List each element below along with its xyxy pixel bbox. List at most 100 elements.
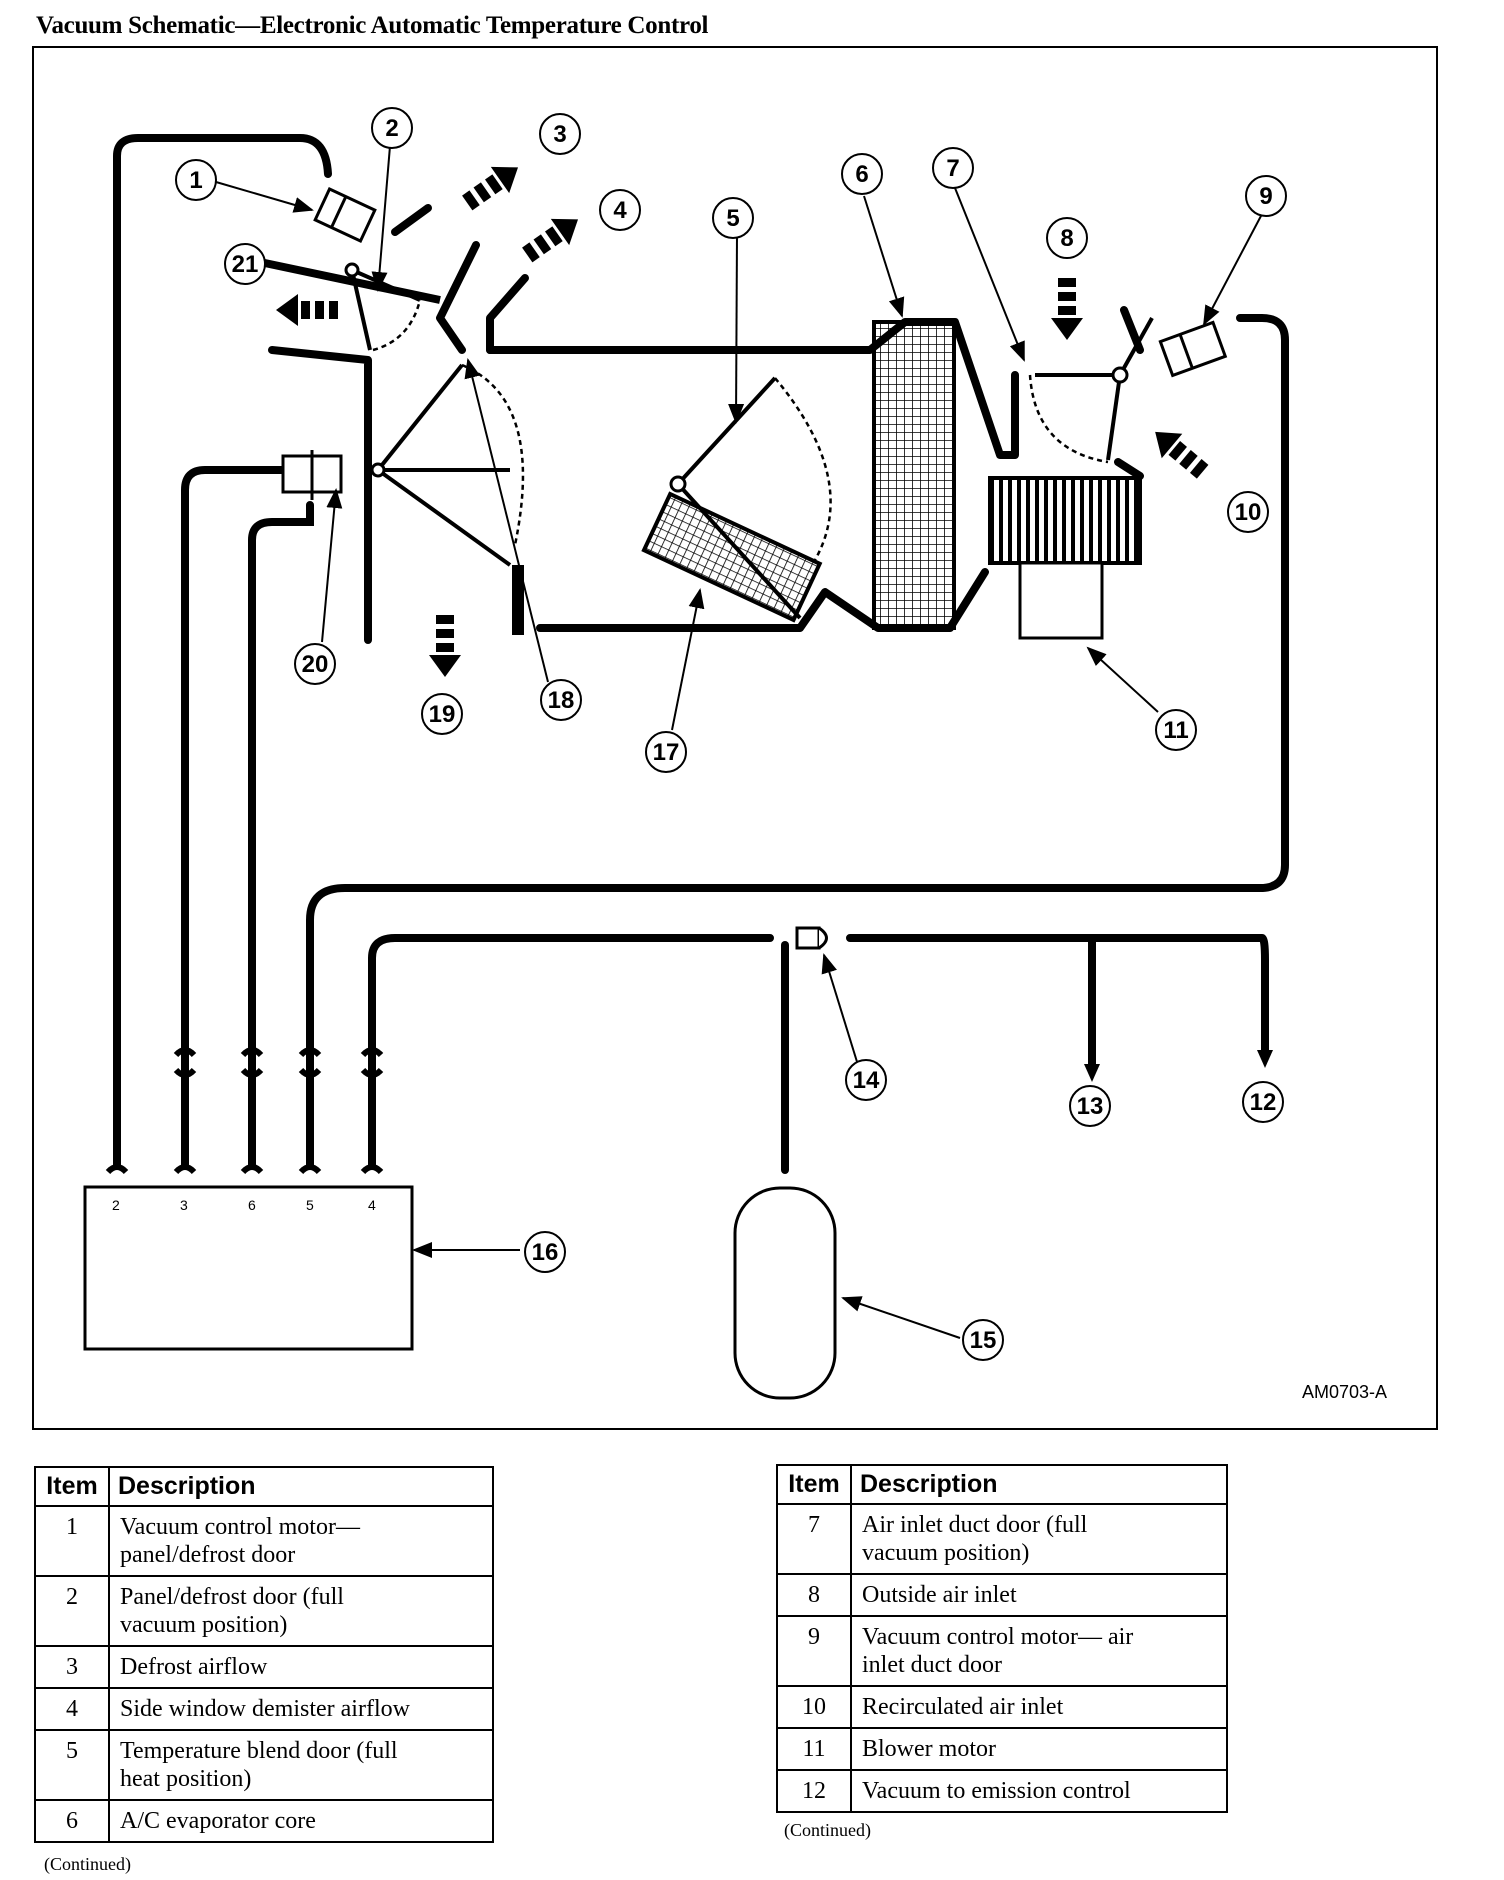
callouts: 1 2 3 4 5 6 7 8 9 10 11 12 13 14 15 16 1… xyxy=(175,107,1287,1361)
leader-lines xyxy=(215,145,1263,1339)
legend-item: 5 xyxy=(34,1729,110,1801)
legend-description: Recirculated air inlet xyxy=(850,1685,1228,1729)
panel-outlet-flap xyxy=(512,565,524,635)
callout-number: 10 xyxy=(1235,499,1262,526)
legend-description-header: Description xyxy=(108,1466,494,1507)
legend-item: 2 xyxy=(34,1575,110,1647)
callout-number: 3 xyxy=(553,121,566,148)
desc-line: Temperature blend door (full xyxy=(120,1738,398,1764)
callout-6: 6 xyxy=(841,153,883,195)
continued-note-right: (Continued) xyxy=(784,1820,871,1840)
callout-16: 16 xyxy=(524,1231,566,1273)
desc-line: heat position) xyxy=(120,1766,252,1792)
desc-line: Vacuum control motor— air xyxy=(862,1624,1134,1650)
desc-line: vacuum position) xyxy=(120,1612,288,1638)
callout-19: 19 xyxy=(421,693,463,735)
callout-number: 13 xyxy=(1077,1093,1104,1120)
callout-11: 11 xyxy=(1155,709,1197,751)
legend-description-header: Description xyxy=(850,1464,1228,1505)
legend-item-header: Item xyxy=(34,1466,110,1507)
check-valve xyxy=(795,926,828,950)
desc-line: Vacuum control motor— xyxy=(120,1514,360,1540)
vacuum-motor-20 xyxy=(281,450,343,500)
legend-item: 6 xyxy=(34,1799,110,1843)
door-linkages xyxy=(350,268,1154,620)
callout-number: 1 xyxy=(189,167,202,194)
legend-description: Defrost airflow xyxy=(108,1645,494,1689)
callout-number: 4 xyxy=(613,197,627,224)
vacuum-motor-panel-defrost xyxy=(313,187,377,243)
callout-15: 15 xyxy=(962,1319,1004,1361)
legend-header-row: Item Description xyxy=(776,1464,1228,1505)
blower-motor xyxy=(1018,561,1104,640)
callout-number: 20 xyxy=(302,651,329,678)
vacuum-reservoir xyxy=(733,1186,837,1400)
callout-number: 17 xyxy=(653,739,680,766)
callout-7: 7 xyxy=(932,147,974,189)
callout-number: 18 xyxy=(548,687,575,714)
control-assembly-box xyxy=(83,1185,414,1351)
vacuum-to-emission-arrowhead xyxy=(1257,1050,1273,1068)
legend-item: 3 xyxy=(34,1645,110,1689)
callout-1: 1 xyxy=(175,159,217,201)
callout-2: 2 xyxy=(371,107,413,149)
callout-number: 16 xyxy=(532,1239,559,1266)
hose-couplers xyxy=(105,1047,384,1175)
callout-13: 13 xyxy=(1069,1085,1111,1127)
callout-number: 6 xyxy=(855,161,868,188)
callout-10: 10 xyxy=(1227,491,1269,533)
desc-line: panel/defrost door xyxy=(120,1542,296,1568)
callout-8: 8 xyxy=(1046,217,1088,259)
callout-9: 9 xyxy=(1245,175,1287,217)
legend-header-row: Item Description xyxy=(34,1466,494,1507)
callout-3: 3 xyxy=(539,113,581,155)
desc-line: vacuum position) xyxy=(862,1540,1030,1566)
page-title: Vacuum Schematic—Electronic Automatic Te… xyxy=(36,12,709,39)
legend-item: 7 xyxy=(776,1503,852,1575)
callout-12: 12 xyxy=(1242,1081,1284,1123)
callout-number: 19 xyxy=(429,701,456,728)
vacuum-motor-air-inlet xyxy=(1158,320,1228,378)
port-label: 5 xyxy=(306,1197,314,1213)
legend-item: 9 xyxy=(776,1615,852,1687)
callout-4: 4 xyxy=(599,189,641,231)
control-port-labels: 2 3 6 5 4 xyxy=(112,1197,376,1213)
legend-item: 12 xyxy=(776,1769,852,1813)
callout-21: 21 xyxy=(224,243,266,285)
callout-number: 12 xyxy=(1250,1089,1277,1116)
legend-row: 1 Vacuum control motor—panel/defrost door xyxy=(34,1505,494,1577)
legend-item: 11 xyxy=(776,1727,852,1771)
legend-item-header: Item xyxy=(776,1464,852,1505)
desc-line: inlet duct door xyxy=(862,1652,1002,1678)
port-label: 4 xyxy=(368,1197,376,1213)
heater-core xyxy=(641,491,823,623)
desc-line: Air inlet duct door (full xyxy=(862,1512,1088,1538)
desc-line: Panel/defrost door (full xyxy=(120,1584,344,1610)
door-pivots xyxy=(344,262,1129,493)
callout-number: 8 xyxy=(1060,225,1073,252)
legend-description: A/C evaporator core xyxy=(108,1799,494,1843)
callout-number: 21 xyxy=(232,251,259,278)
port-label: 6 xyxy=(248,1197,256,1213)
diagram-frame xyxy=(32,46,1438,1430)
legend-description: Blower motor xyxy=(850,1727,1228,1771)
legend-description: Outside air inlet xyxy=(850,1573,1228,1617)
vacuum-port-13-arrowhead xyxy=(1084,1064,1100,1082)
callout-5: 5 xyxy=(712,197,754,239)
legend-item: 1 xyxy=(34,1505,110,1577)
port-label: 3 xyxy=(180,1197,188,1213)
legend-item: 10 xyxy=(776,1685,852,1729)
vacuum-schematic: 2 3 6 5 4 xyxy=(83,107,1387,1402)
port-label: 2 xyxy=(112,1197,120,1213)
